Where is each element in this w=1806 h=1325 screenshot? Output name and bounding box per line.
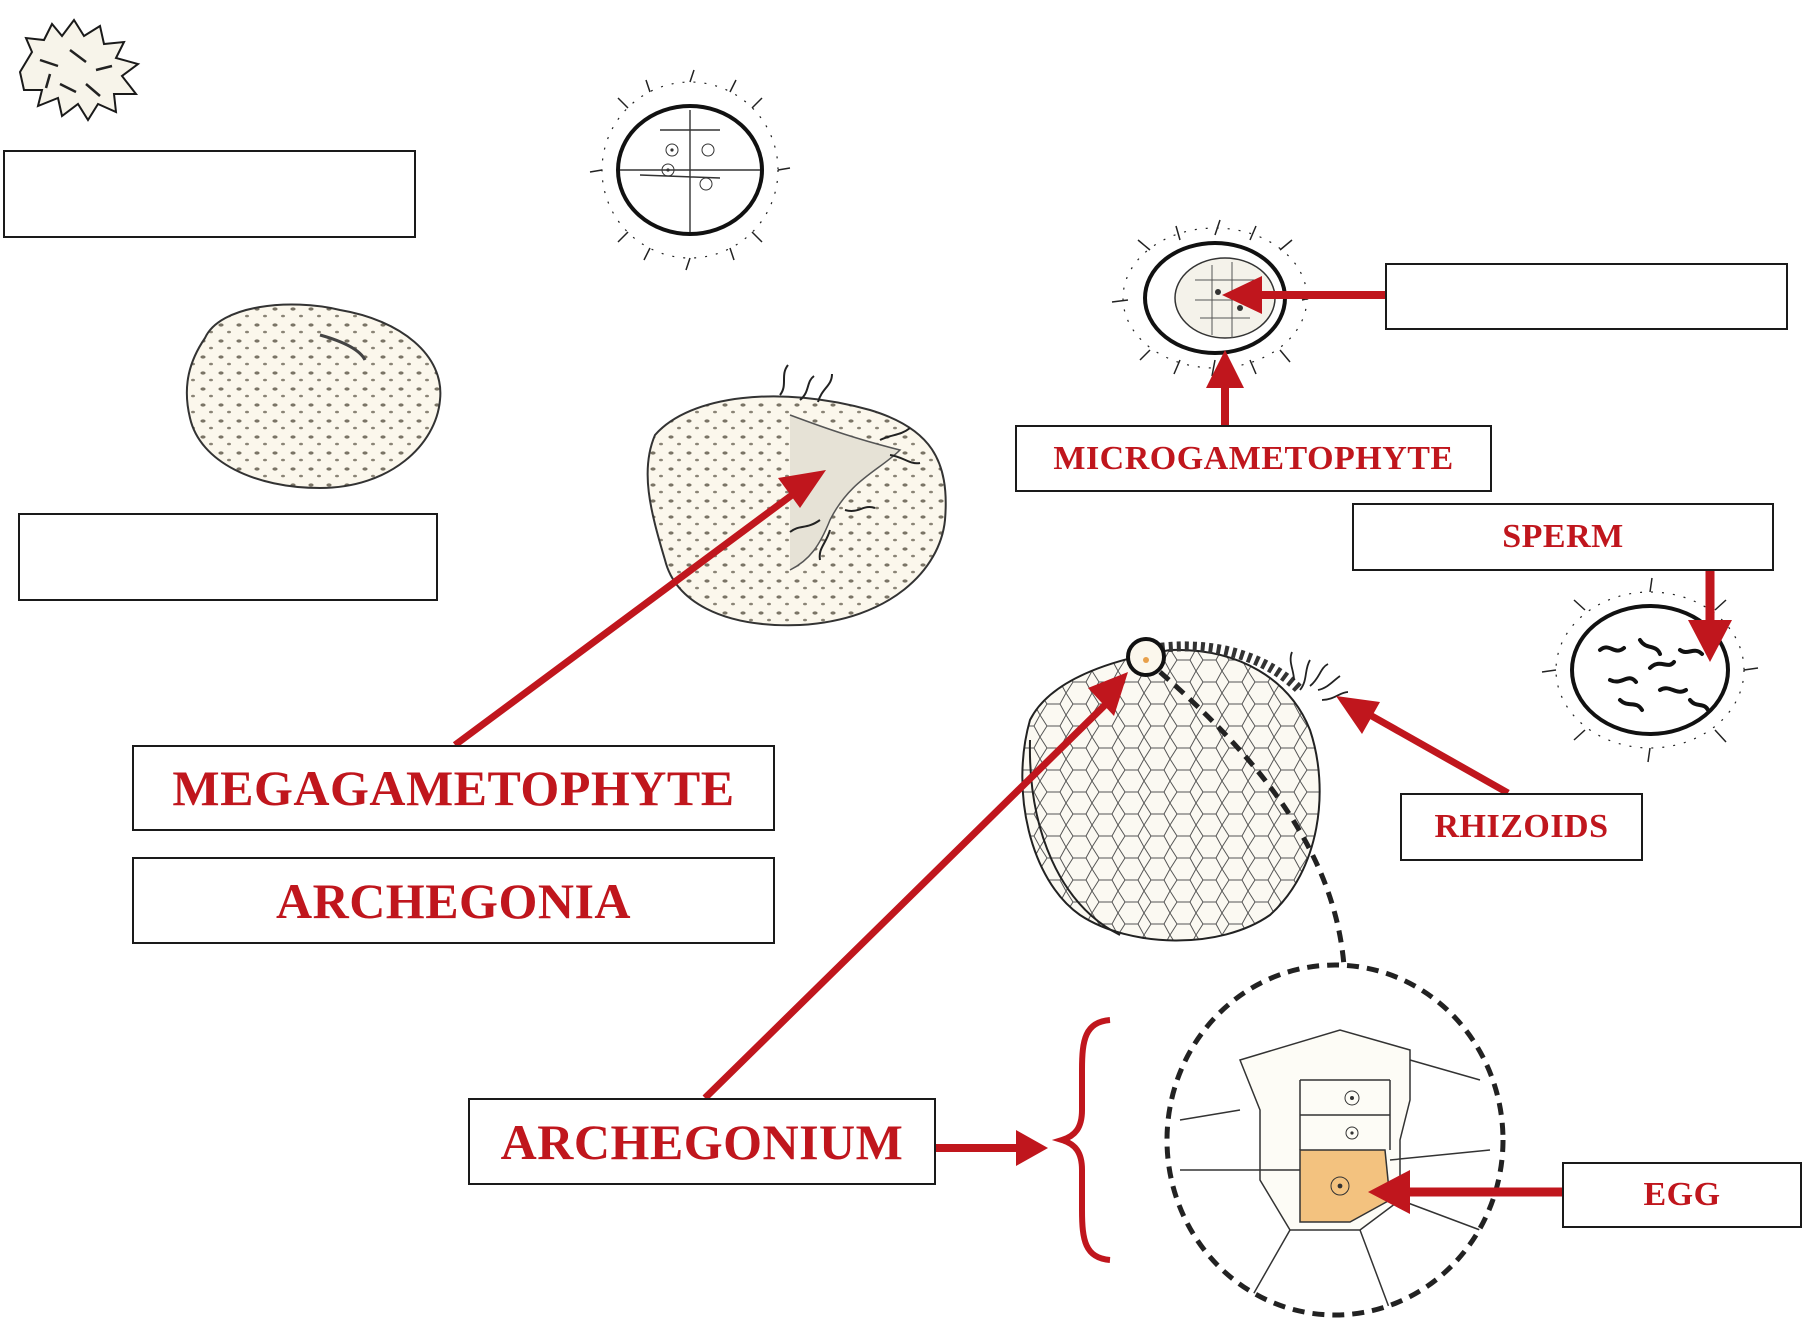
megagametophyte-label: MEGAGAMETOPHYTE — [132, 745, 775, 831]
megaspore-illustration — [187, 305, 441, 488]
sperm-label: SPERM — [1352, 503, 1774, 571]
microspore-illustration — [20, 20, 138, 120]
archegonium-label: ARCHEGONIUM — [468, 1098, 936, 1185]
egg-label: EGG — [1562, 1162, 1802, 1228]
brace-icon — [1062, 1020, 1110, 1260]
rhizoids-label: RHIZOIDS — [1400, 793, 1643, 861]
megaspore-blank-label[interactable] — [18, 513, 438, 601]
arrow-archegonium-to-closeup — [935, 1130, 1048, 1166]
microspore-blank-label[interactable] — [3, 150, 416, 238]
dividing-spore-illustration — [590, 70, 790, 270]
archegonia-label: ARCHEGONIA — [132, 857, 775, 944]
microgametophyte-interior-blank-label[interactable] — [1385, 263, 1788, 330]
megagametophyte-section-illustration — [1022, 639, 1348, 941]
archegonium-closeup-illustration — [1167, 965, 1503, 1315]
microgametophyte-label: MICROGAMETOPHYTE — [1015, 425, 1492, 492]
arrow-rhizoids — [1336, 696, 1508, 793]
arrow-microgametophyte-up — [1206, 350, 1244, 425]
sperm-spore-illustration — [1542, 578, 1758, 762]
